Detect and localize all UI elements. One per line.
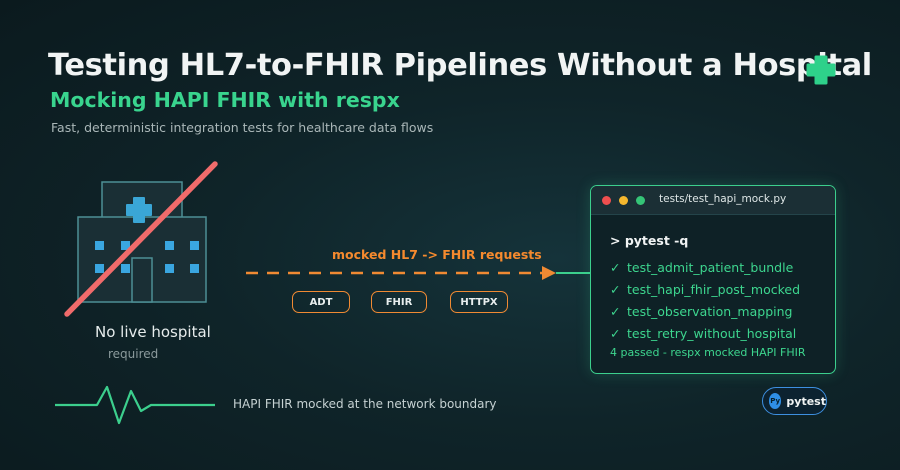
minimize-window-dot[interactable]: [619, 196, 628, 205]
protocol-pill-httpx: HTTPX: [450, 291, 508, 313]
test-result-line: ✓ test_admit_patient_bundle: [610, 256, 835, 278]
test-result-line: ✓ test_hapi_fhir_post_mocked: [610, 278, 835, 300]
maximize-window-dot[interactable]: [636, 196, 645, 205]
test-name: test_observation_mapping: [627, 303, 793, 319]
terminal-summary: 4 passed - respx mocked HAPI FHIR: [610, 346, 806, 359]
terminal-window: tests/test_hapi_mock.py > pytest -q ✓ te…: [590, 185, 836, 374]
check-icon: ✓: [610, 325, 621, 341]
terminal-command: > pytest -q: [610, 233, 689, 248]
test-name: test_hapi_fhir_post_mocked: [627, 281, 801, 297]
close-window-dot[interactable]: [602, 196, 611, 205]
terminal-body: > pytest -q ✓ test_admit_patient_bundle …: [591, 215, 835, 359]
pytest-badge: Py pytest: [762, 387, 827, 415]
dashed-arrow-icon: [246, 266, 592, 280]
test-name: test_retry_without_hospital: [627, 325, 797, 341]
check-icon: ✓: [610, 303, 621, 319]
check-icon: ✓: [610, 259, 621, 275]
no-hospital-sublabel: required: [108, 347, 159, 361]
protocol-pill-adt: ADT: [292, 291, 350, 313]
page-tagline: Fast, deterministic integration tests fo…: [51, 120, 434, 135]
test-result-line: ✓ test_retry_without_hospital: [610, 322, 835, 344]
heartbeat-line-icon: [55, 385, 215, 425]
terminal-titlebar: tests/test_hapi_mock.py: [591, 186, 835, 215]
page-title: Testing HL7-to-FHIR Pipelines Without a …: [48, 48, 872, 83]
flow-label: mocked HL7 -> FHIR requests: [332, 247, 542, 262]
test-result-line: ✓ test_observation_mapping: [610, 300, 835, 322]
hospital-building-icon: [64, 161, 218, 317]
footer-label: HAPI FHIR mocked at the network boundary: [233, 397, 497, 411]
medical-cross-icon: [806, 55, 836, 85]
test-name: test_admit_patient_bundle: [627, 259, 794, 275]
no-hospital-label: No live hospital: [95, 323, 211, 341]
page-subtitle: Mocking HAPI FHIR with respx: [50, 88, 400, 112]
terminal-filename: tests/test_hapi_mock.py: [659, 193, 787, 205]
check-icon: ✓: [610, 281, 621, 297]
protocol-pill-fhir: FHIR: [371, 291, 427, 313]
pytest-badge-label: pytest: [786, 394, 826, 408]
python-icon: Py: [769, 393, 782, 409]
